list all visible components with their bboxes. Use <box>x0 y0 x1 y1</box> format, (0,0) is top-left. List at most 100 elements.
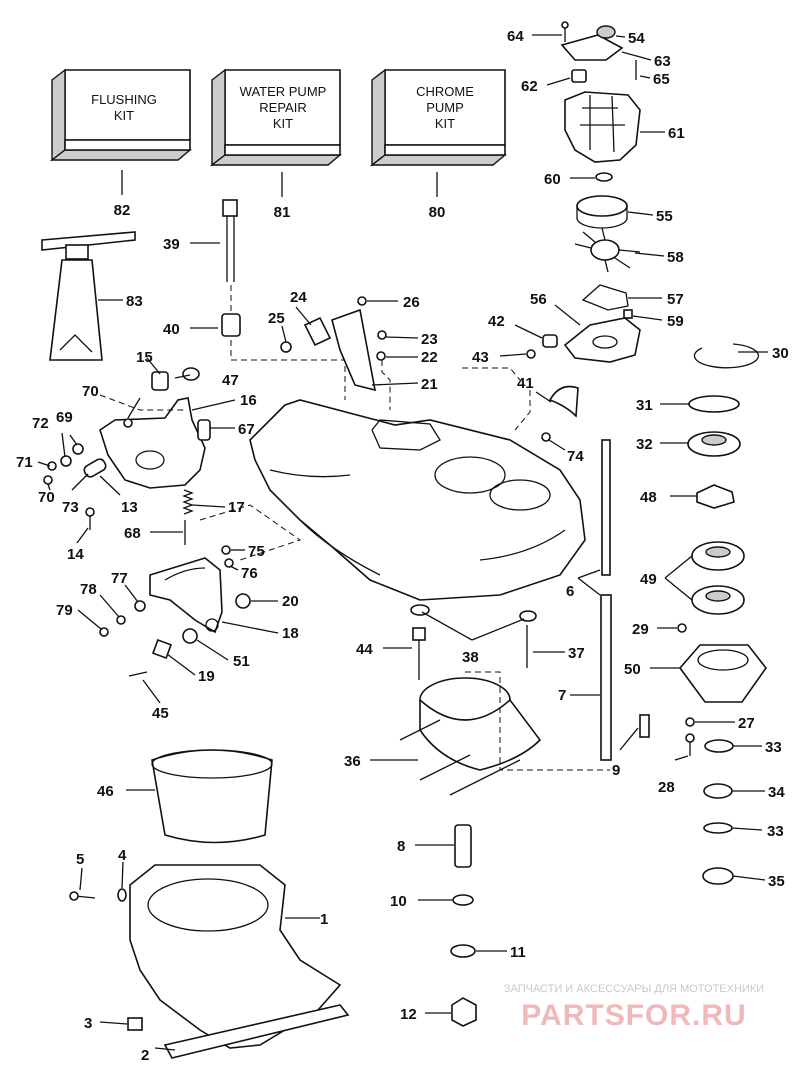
kit-flushing: FLUSHING KIT <box>49 68 192 162</box>
kit-number-81: 81 <box>274 204 291 221</box>
callout-48: 48 <box>640 489 657 506</box>
kit-80-line-3: KIT <box>435 116 455 131</box>
callout-76: 76 <box>241 565 258 582</box>
callout-14: 14 <box>67 546 84 563</box>
callout-18: 18 <box>282 625 299 642</box>
callout-44: 44 <box>356 641 373 658</box>
callout-40: 40 <box>163 321 180 338</box>
callout-43: 43 <box>472 349 489 366</box>
callout-57: 57 <box>667 291 684 308</box>
callout-39: 39 <box>163 236 180 253</box>
kit-chrome-pump: CHROME PUMP KIT <box>369 68 507 167</box>
callout-33-upper: 33 <box>765 739 782 756</box>
callout-17: 17 <box>228 499 245 516</box>
callout-72: 72 <box>32 415 49 432</box>
callout-5: 5 <box>76 851 84 868</box>
callout-25: 25 <box>268 310 285 327</box>
callout-29: 29 <box>632 621 649 638</box>
callout-74: 74 <box>567 448 584 465</box>
callout-41: 41 <box>517 375 534 392</box>
kit-number-80: 80 <box>429 204 446 221</box>
callout-labels: 1 2 3 4 5 6 7 8 9 10 11 12 13 14 15 16 1… <box>16 28 789 1064</box>
part-shapes <box>41 21 767 1059</box>
kit-number-82: 82 <box>114 202 131 219</box>
callout-55: 55 <box>656 208 673 225</box>
callout-31: 31 <box>636 397 653 414</box>
callout-21: 21 <box>421 376 438 393</box>
callout-3: 3 <box>84 1015 92 1032</box>
callout-22: 22 <box>421 349 438 366</box>
callout-28: 28 <box>658 779 675 796</box>
kit-80-line-2: PUMP <box>426 100 464 115</box>
callout-4: 4 <box>118 847 127 864</box>
callout-27: 27 <box>738 715 755 732</box>
callout-70-lower: 70 <box>38 489 55 506</box>
callout-35: 35 <box>768 873 785 890</box>
callout-2: 2 <box>141 1047 149 1064</box>
callout-67: 67 <box>238 421 255 438</box>
callout-45: 45 <box>152 705 169 722</box>
callout-71: 71 <box>16 454 33 471</box>
callout-64: 64 <box>507 28 524 45</box>
callout-1: 1 <box>320 911 328 928</box>
callout-79: 79 <box>56 602 73 619</box>
callout-24: 24 <box>290 289 307 306</box>
callout-69: 69 <box>56 409 73 426</box>
kit-82-line-2: KIT <box>114 108 134 123</box>
callout-20: 20 <box>282 593 299 610</box>
kit-81-line-2: REPAIR <box>259 100 306 115</box>
callout-23: 23 <box>421 331 438 348</box>
callout-50: 50 <box>624 661 641 678</box>
callout-47: 47 <box>222 372 239 389</box>
callout-37: 37 <box>568 645 585 662</box>
callout-26: 26 <box>403 294 420 311</box>
kit-82-line-1: FLUSHING <box>91 92 157 107</box>
callout-54: 54 <box>628 30 645 47</box>
callout-16: 16 <box>240 392 257 409</box>
callout-6: 6 <box>566 583 574 600</box>
callout-73: 73 <box>62 499 79 516</box>
callout-75: 75 <box>248 543 265 560</box>
callout-83: 83 <box>126 293 143 310</box>
callout-9: 9 <box>612 762 620 779</box>
kit-81-line-3: KIT <box>273 116 293 131</box>
callout-7: 7 <box>558 687 566 704</box>
callout-63: 63 <box>654 53 671 70</box>
callout-68: 68 <box>124 525 141 542</box>
callout-42: 42 <box>488 313 505 330</box>
callout-12: 12 <box>400 1006 417 1023</box>
callout-34: 34 <box>768 784 785 801</box>
callout-56: 56 <box>530 291 547 308</box>
callout-33-lower: 33 <box>767 823 784 840</box>
leader-lines <box>37 34 768 1051</box>
callout-13: 13 <box>121 499 138 516</box>
callout-11: 11 <box>510 944 526 961</box>
callout-70-upper: 70 <box>82 383 99 400</box>
callout-61: 61 <box>668 125 685 142</box>
callout-38: 38 <box>462 649 479 666</box>
callout-46: 46 <box>97 783 114 800</box>
kit-80-line-1: CHROME <box>416 84 474 99</box>
watermark: ЗАПЧАСТИ И АКСЕССУАРЫ ДЛЯ МОТОТЕХНИКИ PA… <box>504 983 764 1032</box>
callout-36: 36 <box>344 753 361 770</box>
callout-59: 59 <box>667 313 684 330</box>
callout-58: 58 <box>667 249 684 266</box>
callout-30: 30 <box>772 345 789 362</box>
callout-51: 51 <box>233 653 250 670</box>
callout-65: 65 <box>653 71 670 88</box>
callout-77: 77 <box>111 570 128 587</box>
callout-8: 8 <box>397 838 405 855</box>
callout-15: 15 <box>136 349 153 366</box>
callout-60: 60 <box>544 171 561 188</box>
watermark-tagline: ЗАПЧАСТИ И АКСЕССУАРЫ ДЛЯ МОТОТЕХНИКИ <box>504 983 764 995</box>
callout-62: 62 <box>521 78 538 95</box>
callout-19: 19 <box>198 668 215 685</box>
callout-49: 49 <box>640 571 657 588</box>
callout-32: 32 <box>636 436 653 453</box>
callout-78: 78 <box>80 581 97 598</box>
watermark-brand: PARTSFOR.RU <box>521 999 746 1032</box>
kit-water-pump-repair: WATER PUMP REPAIR KIT <box>209 68 342 167</box>
callout-10: 10 <box>390 893 407 910</box>
